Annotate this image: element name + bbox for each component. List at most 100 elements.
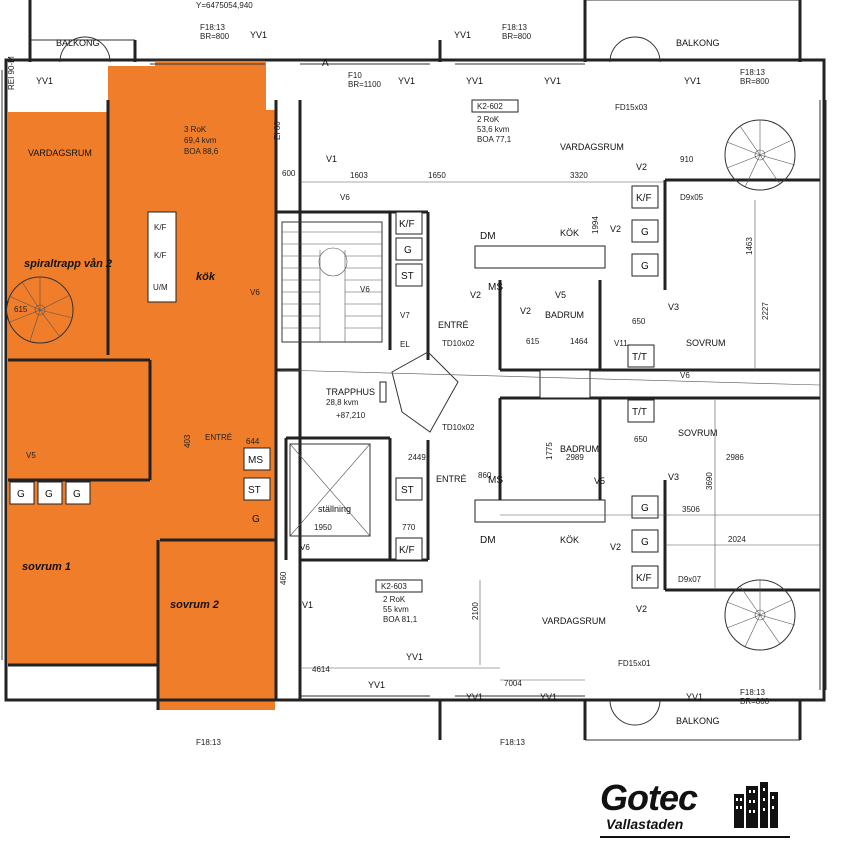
tr-dim615: 615 xyxy=(526,337,540,346)
core-v6-3: V6 xyxy=(360,285,370,294)
g-tr-2: G xyxy=(641,261,649,272)
tr-badrum: BADRUM xyxy=(545,310,584,320)
balkong-2: BALKONG xyxy=(676,38,720,48)
br-kok: KÖK xyxy=(560,535,579,545)
left-v5: V5 xyxy=(26,451,36,460)
left-kok: kök xyxy=(196,271,216,283)
tr-dim3320: 3320 xyxy=(570,171,588,180)
core-st-top: ST xyxy=(401,271,414,282)
f18-4: F18:13 xyxy=(740,688,765,697)
yv1-1: YV1 xyxy=(250,30,267,40)
tr-vardagsrum: VARDAGSRUM xyxy=(560,142,624,152)
left-um: U/M xyxy=(153,283,168,292)
br-kvm: 55 kvm xyxy=(383,605,409,614)
tr-d9: D9x05 xyxy=(680,193,704,202)
logo-underline xyxy=(600,836,790,838)
core-st-left: ST xyxy=(248,485,261,496)
v2-4: V2 xyxy=(520,306,531,316)
kf-tr: K/F xyxy=(636,193,652,204)
br-dim4614: 4614 xyxy=(312,665,330,674)
br-dim1775: 1775 xyxy=(545,442,554,460)
tr-boa: BOA 77,1 xyxy=(477,135,512,144)
left-dim460: 460 xyxy=(279,571,288,585)
highlight-upper xyxy=(8,62,276,710)
tr-dm: DM xyxy=(480,231,496,242)
g-br-1: G xyxy=(641,503,649,514)
v5-2: V5 xyxy=(594,476,605,486)
tr-kvm: 53,6 kvm xyxy=(477,125,510,134)
yv1-4: YV1 xyxy=(398,76,415,86)
yv1-9: YV1 xyxy=(466,692,483,702)
left-dim403: 403 xyxy=(183,434,192,448)
left-boa: BOA 88,6 xyxy=(184,147,219,156)
left-kf-2: K/F xyxy=(154,251,167,260)
left-unit-labels: VARDAGSRUM 3 RoK 69,4 kvm BOA 88,6 spira… xyxy=(14,121,296,611)
tr-rok: 2 RoK xyxy=(477,115,500,124)
logo-subtitle: Vallastaden xyxy=(606,816,684,832)
core-g-left: G xyxy=(252,514,260,525)
core-v7: V7 xyxy=(400,311,410,320)
tr-fd: FD15x03 xyxy=(615,103,648,112)
tr-dim1994: 1994 xyxy=(591,216,600,234)
windows xyxy=(1,59,827,697)
left-dim615: 615 xyxy=(14,305,28,314)
left-sovrum1: sovrum 1 xyxy=(22,561,71,573)
br-fd: FD15x01 xyxy=(618,659,651,668)
building-icon xyxy=(734,782,778,828)
left-rok: 3 RoK xyxy=(184,125,207,134)
ms-1: MS xyxy=(488,282,503,293)
yv1-5: YV1 xyxy=(466,76,483,86)
left-g-3: G xyxy=(73,489,81,500)
br800-3: BR=800 xyxy=(740,77,770,86)
br-dim650: 650 xyxy=(634,435,648,444)
br-rok: 2 RoK xyxy=(383,595,406,604)
core-g-top: G xyxy=(404,245,412,256)
left-kvm: 69,4 kvm xyxy=(184,136,217,145)
core-ms: MS xyxy=(248,455,263,466)
core-dim770: 770 xyxy=(402,523,416,532)
left-ei60: EI 60 xyxy=(273,121,282,140)
br1100: BR=1100 xyxy=(348,80,382,89)
tr-dim910: 910 xyxy=(680,155,694,164)
f18-6: F18:13 xyxy=(500,738,525,747)
br-dim2989: 2989 xyxy=(566,453,584,462)
core-level: +87,210 xyxy=(336,411,366,420)
br-dim2024: 2024 xyxy=(728,535,746,544)
br-entre: ENTRÉ xyxy=(436,474,467,484)
yv1-10: YV1 xyxy=(540,692,557,702)
left-kf-1: K/F xyxy=(154,223,167,232)
left-dim644: 644 xyxy=(246,437,260,446)
v1-1: V1 xyxy=(326,154,337,164)
f18-5: F18:13 xyxy=(196,738,221,747)
br-td: TD10x02 xyxy=(442,423,475,432)
v2-5: V2 xyxy=(610,542,621,552)
f18-2: F18:13 xyxy=(502,23,527,32)
core-st-bottom: ST xyxy=(401,485,414,496)
br-id: K2-603 xyxy=(381,582,407,591)
core-trapphus-kvm: 28,8 kvm xyxy=(326,398,359,407)
br-boa: BOA 81,1 xyxy=(383,615,418,624)
f10: F10 xyxy=(348,71,362,80)
v2-3: V2 xyxy=(470,290,481,300)
yv1-12: YV1 xyxy=(368,680,385,690)
v5-1: V5 xyxy=(555,290,566,300)
f18-3: F18:13 xyxy=(740,68,765,77)
v2-6: V2 xyxy=(636,604,647,614)
core-stallning: ställning xyxy=(318,504,351,514)
yv1-11: YV1 xyxy=(686,692,703,702)
tr-entre: ENTRÉ xyxy=(438,320,469,330)
v1-2: V1 xyxy=(302,600,313,610)
core-kf-bottom: K/F xyxy=(399,545,415,556)
core-v6-4: V6 xyxy=(300,543,310,552)
br-dim3506: 3506 xyxy=(682,505,700,514)
label-a: A xyxy=(322,58,329,69)
spiral-stairs xyxy=(6,119,796,651)
tr-dim650: 650 xyxy=(632,317,646,326)
top-right-unit-labels: K2-602 2 RoK 53,6 kvm BOA 77,1 VARDAGSRU… xyxy=(350,99,770,348)
tr-kok: KÖK xyxy=(560,228,579,238)
balkong-3: BALKONG xyxy=(676,716,720,726)
yv1-2: YV1 xyxy=(454,30,471,40)
dimension-lines xyxy=(279,181,821,681)
balkong-1: BALKONG xyxy=(56,38,100,48)
